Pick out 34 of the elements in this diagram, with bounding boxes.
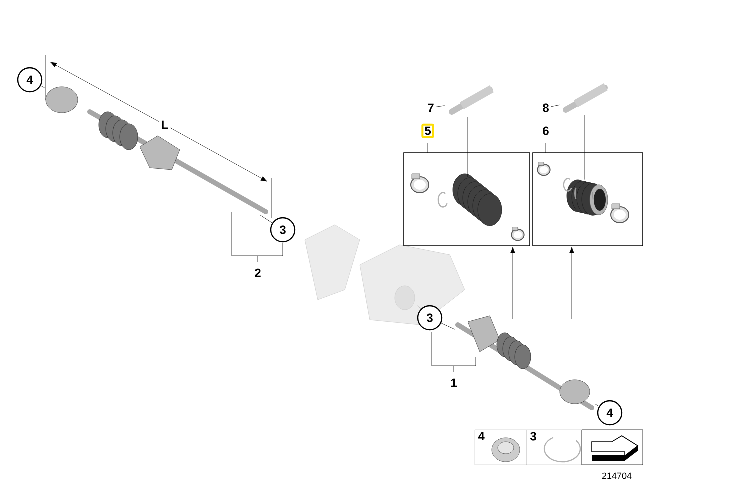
grease-tube-drawing [449,86,494,115]
drive-shaft-drawing [456,316,594,410]
arrow [570,247,574,320]
leader-line [416,305,422,310]
dimension-label: L [159,118,171,132]
table-cell: 4 [475,430,528,466]
leader-line [584,115,586,180]
leader-line [551,104,560,108]
callout-number: 3 [417,305,443,331]
rubber-boot-drawing [566,180,608,216]
table-cell [582,430,644,466]
table-cell: 3 [527,430,582,466]
figure-number: 214704 [602,472,632,480]
leader-line [441,323,455,330]
leader-line [260,215,273,224]
leader-line [436,106,445,108]
kit-box: 6 [532,126,644,246]
node-label: 5 [425,126,432,136]
callout-number: 4 [17,67,43,93]
arrow [510,247,516,320]
leader-line [595,404,600,407]
callout-number: 8 [543,104,549,112]
rubber-boot-drawing [452,174,502,226]
transfer-case-drawing [304,224,466,326]
callout-number: 3 [270,217,296,243]
callout-number: 4 [597,400,623,426]
drive-shaft-drawing [46,86,268,214]
kit-box: 5 [404,124,530,246]
callout-number: 2 [255,268,261,278]
grease-tube-drawing [563,84,608,113]
callout-number: 7 [428,104,434,112]
callout-number: 1 [451,378,457,388]
node-label: 6 [543,126,549,136]
leader-line [40,86,45,88]
